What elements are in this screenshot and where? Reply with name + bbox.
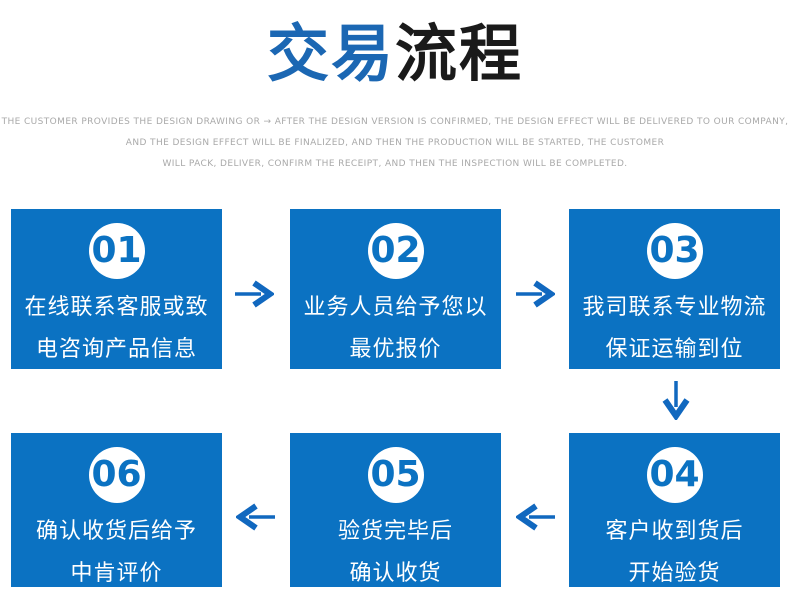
- step-02-text-line-1: 业务人员给予您以: [303, 295, 488, 320]
- step-05-text-line-1: 验货完毕后: [337, 519, 453, 544]
- step-01-number-badge: 01: [88, 223, 145, 279]
- step-04-text: 客户收到货后 开始验货: [569, 511, 780, 595]
- step-03-text-line-2: 保证运输到位: [605, 337, 744, 362]
- step-04-text-line-1: 客户收到货后: [605, 519, 744, 544]
- arrow-left-icon: [516, 503, 556, 531]
- step-06-number: 06: [91, 454, 142, 495]
- step-02-text: 业务人员给予您以 最优报价: [290, 287, 501, 371]
- step-06-number-badge: 06: [88, 447, 145, 503]
- step-06-text: 确认收货后给予 中肯评价: [11, 511, 222, 595]
- step-03-number-badge: 03: [646, 223, 703, 279]
- step-01-number: 01: [91, 230, 142, 271]
- step-04-number: 04: [649, 454, 700, 495]
- step-03-number: 03: [649, 230, 700, 271]
- page-title-blue-part: 交易: [266, 17, 395, 90]
- subtitle-line-1: THE CUSTOMER PROVIDES THE DESIGN DRAWING…: [1, 117, 789, 127]
- step-box-02: 02 业务人员给予您以 最优报价: [290, 209, 501, 369]
- step-01-text-line-1: 在线联系客服或致: [24, 295, 209, 320]
- arrow-right-icon: [515, 280, 555, 308]
- step-02-number-badge: 02: [367, 223, 424, 279]
- step-05-number-badge: 05: [367, 447, 424, 503]
- subtitle: THE CUSTOMER PROVIDES THE DESIGN DRAWING…: [0, 112, 790, 175]
- step-box-03: 03 我司联系专业物流 保证运输到位: [569, 209, 780, 369]
- page-title: 交易流程: [0, 16, 790, 92]
- page-title-black-part: 流程: [395, 17, 524, 90]
- step-01-text: 在线联系客服或致 电咨询产品信息: [11, 287, 222, 371]
- step-06-text-line-1: 确认收货后给予: [35, 519, 197, 544]
- step-05-text-line-2: 确认收货: [349, 561, 442, 586]
- step-05-text: 验货完毕后 确认收货: [290, 511, 501, 595]
- step-box-05: 05 验货完毕后 确认收货: [290, 433, 501, 587]
- arrow-down-icon: [662, 380, 690, 420]
- step-04-number-badge: 04: [646, 447, 703, 503]
- step-box-06: 06 确认收货后给予 中肯评价: [11, 433, 222, 587]
- subtitle-line-3: WILL PACK, DELIVER, CONFIRM THE RECEIPT,…: [162, 159, 628, 169]
- step-02-text-line-2: 最优报价: [349, 337, 442, 362]
- step-01-text-line-2: 电咨询产品信息: [35, 337, 197, 362]
- subtitle-line-2: AND THE DESIGN EFFECT WILL BE FINALIZED,…: [125, 138, 665, 148]
- step-box-01: 01 在线联系客服或致 电咨询产品信息: [11, 209, 222, 369]
- step-03-text: 我司联系专业物流 保证运输到位: [569, 287, 780, 371]
- step-06-text-line-2: 中肯评价: [70, 561, 163, 586]
- arrow-left-icon: [236, 503, 276, 531]
- step-03-text-line-1: 我司联系专业物流: [582, 295, 767, 320]
- step-04-text-line-2: 开始验货: [628, 561, 721, 586]
- arrow-right-icon: [234, 280, 274, 308]
- step-box-04: 04 客户收到货后 开始验货: [569, 433, 780, 587]
- step-02-number: 02: [370, 230, 421, 271]
- step-05-number: 05: [370, 454, 421, 495]
